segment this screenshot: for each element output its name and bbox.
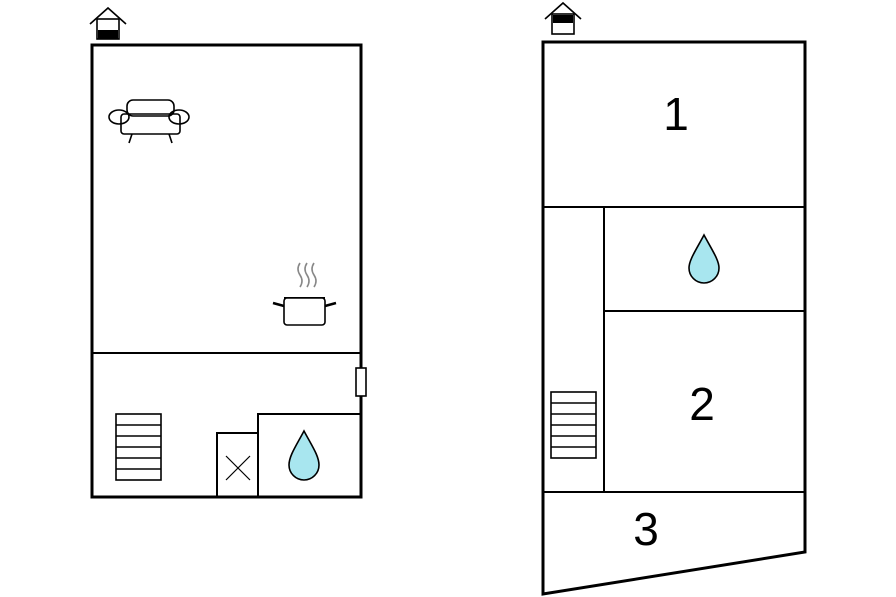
water-drop-icon <box>688 233 720 284</box>
water-drop-icon <box>288 429 320 481</box>
upper-floor-outline <box>541 40 807 596</box>
cooking-pot-icon <box>272 262 337 326</box>
upper-floor-plan: 1 2 3 <box>541 1 807 596</box>
room-number-1: 1 <box>663 88 689 140</box>
storage-wall <box>216 432 258 497</box>
staircase-icon <box>115 413 162 481</box>
storage-icon <box>225 455 251 481</box>
level-indicator-icon <box>89 6 127 40</box>
ground-floor-outline <box>90 43 363 499</box>
staircase-icon <box>550 391 597 459</box>
door-icon <box>355 367 367 397</box>
level-indicator-icon <box>544 1 582 35</box>
ground-floor-plan <box>89 6 367 499</box>
sofa-icon <box>108 99 190 144</box>
bathroom-wall <box>257 413 361 497</box>
room-number-2: 2 <box>689 378 715 430</box>
room-number-3: 3 <box>633 503 659 555</box>
